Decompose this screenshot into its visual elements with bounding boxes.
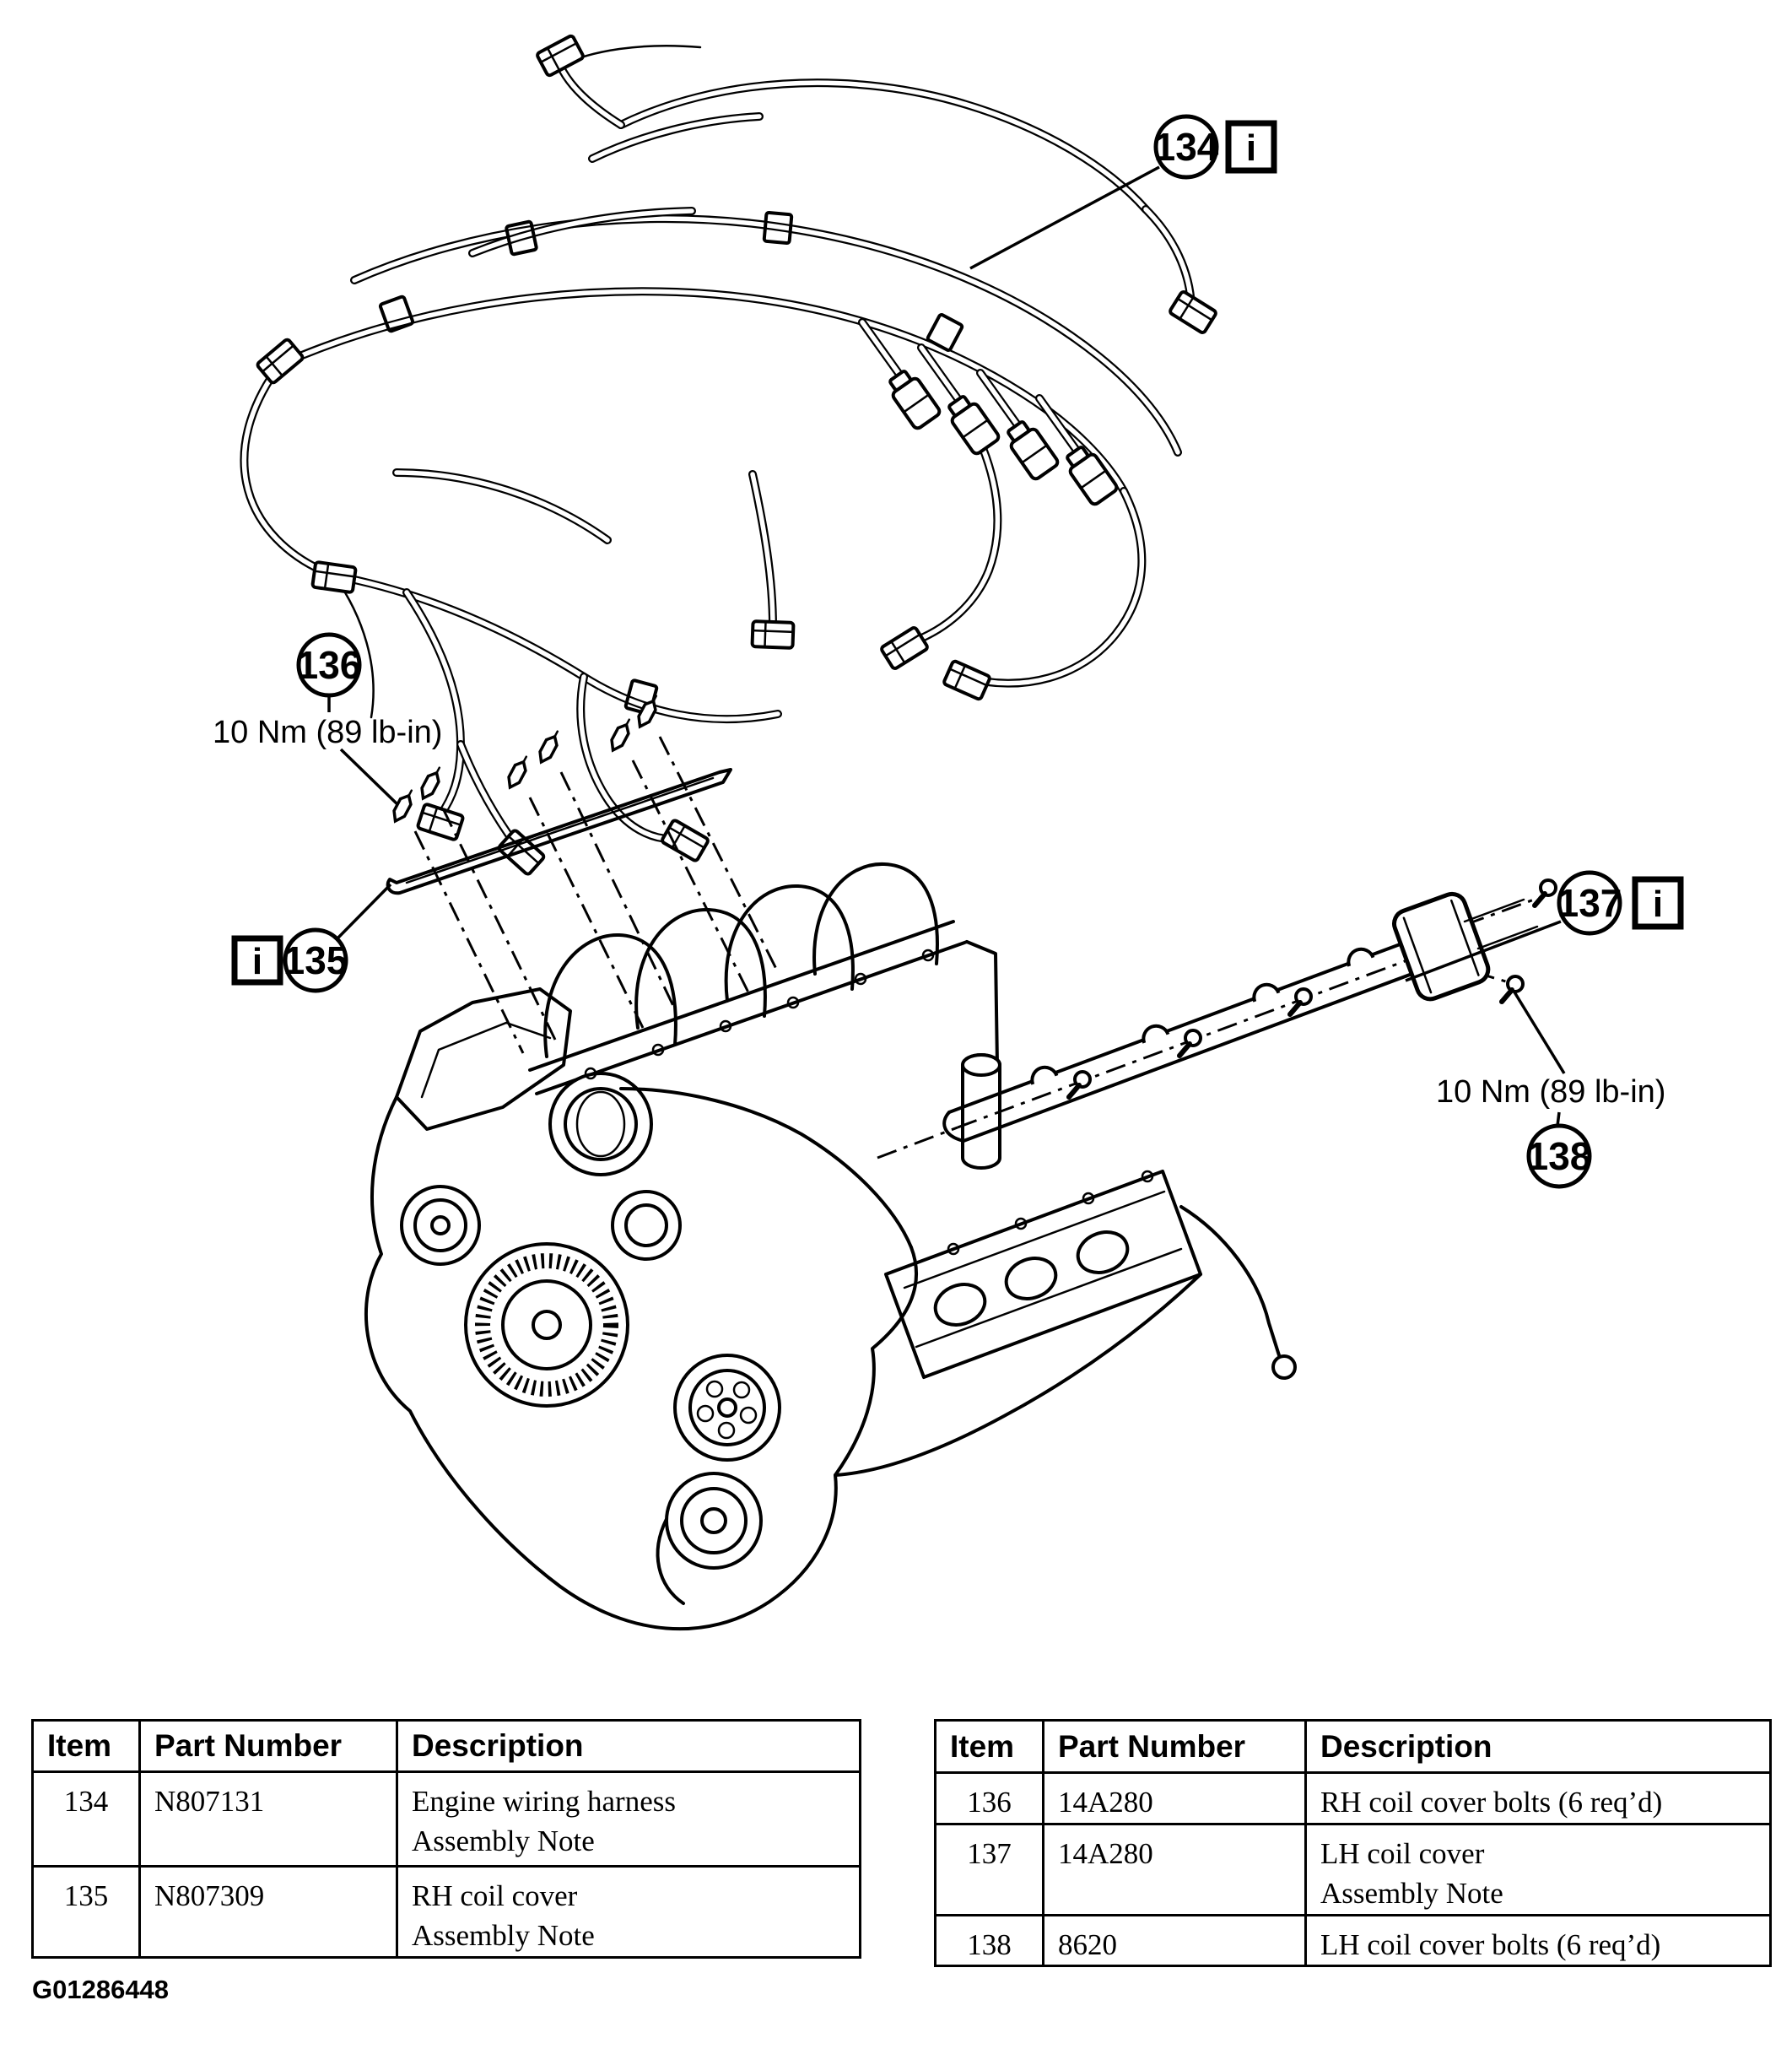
column-header-part-number: Part Number — [1042, 1719, 1307, 1774]
item-cell: 137 — [934, 1823, 1044, 1916]
callout-135-circle[interactable] — [283, 927, 348, 993]
part-number-cell: 14A280 — [1042, 1771, 1307, 1825]
info-icon-135[interactable]: i — [231, 935, 283, 986]
description-cell: LH coil cover bolts (6 req’d) — [1304, 1913, 1772, 1967]
callout-138-label: 138 — [1527, 1134, 1592, 1178]
info-icon[interactable] — [231, 935, 283, 986]
part-number-cell: N807309 — [138, 1865, 398, 1959]
description-cell: RH coil cover bolts (6 req’d) — [1304, 1771, 1772, 1825]
item-cell: 136 — [934, 1771, 1044, 1825]
info-icon-134[interactable]: i — [1225, 120, 1277, 174]
table-row-137: 137 14A280 LH coil cover Assembly Note — [934, 1823, 1772, 1916]
torque-spec-138: 10 Nm (89 lb-in) — [1436, 1074, 1665, 1110]
callout-137-circle[interactable] — [1557, 870, 1622, 936]
svg-text:i: i — [1246, 127, 1256, 169]
callout-135[interactable]: 135 — [283, 927, 348, 993]
torque-spec-136: 10 Nm (89 lb-in) — [213, 715, 442, 750]
svg-text:i: i — [252, 941, 262, 982]
callout-136[interactable]: 136 — [296, 632, 362, 698]
description-line-1: RH coil cover bolts (6 req’d) — [1320, 1786, 1663, 1819]
item-cell: 135 — [31, 1865, 141, 1959]
engine-illustration — [364, 862, 1297, 1631]
svg-text:i: i — [1653, 884, 1663, 925]
column-header-description: Description — [396, 1719, 861, 1773]
item-cell: 134 — [31, 1770, 141, 1868]
harness-connector — [537, 35, 584, 76]
parts-table-left: Item Part Number Description 134 N807131… — [31, 1719, 861, 1959]
leader-lines — [327, 165, 1566, 1127]
callout-135-label: 135 — [283, 938, 348, 982]
column-header-part-number: Part Number — [138, 1719, 398, 1773]
wiring-harness-illustration — [240, 35, 1219, 878]
rh-cover-bolt — [388, 786, 418, 825]
description-line-1: LH coil cover — [1320, 1837, 1485, 1870]
table-row-136: 136 14A280 RH coil cover bolts (6 req’d) — [934, 1771, 1772, 1825]
callout-136-label: 136 — [297, 643, 362, 687]
callout-138[interactable]: 138 — [1526, 1123, 1592, 1189]
callout-137-label: 137 — [1557, 881, 1622, 925]
description-line-2: Assembly Note — [412, 1919, 595, 1953]
column-header-item: Item — [934, 1719, 1044, 1774]
callout-134[interactable]: 134 — [1153, 114, 1219, 180]
callout-137[interactable]: 137 — [1557, 870, 1622, 936]
callout-136-circle[interactable] — [296, 632, 362, 698]
description-cell: Engine wiring harness Assembly Note — [396, 1770, 861, 1868]
callout-134-label: 134 — [1154, 125, 1219, 169]
part-number-cell: N807131 — [138, 1770, 398, 1868]
description-line-2: Assembly Note — [1320, 1877, 1503, 1911]
parts-table-right: Item Part Number Description 136 14A280 … — [934, 1719, 1772, 1967]
callout-138-circle[interactable] — [1526, 1123, 1592, 1189]
table-header-row: Item Part Number Description — [934, 1719, 1772, 1774]
figure-id: G01286448 — [32, 1975, 170, 2004]
item-cell: 138 — [934, 1913, 1044, 1967]
rh-coil-cover-illustration — [386, 691, 780, 1054]
description-line-2: Assembly Note — [412, 1824, 595, 1858]
description-line-1: RH coil cover — [412, 1879, 578, 1912]
description-cell: RH coil cover Assembly Note — [396, 1865, 861, 1959]
part-number-cell: 14A280 — [1042, 1823, 1307, 1916]
table-header-row: Item Part Number Description — [31, 1719, 861, 1773]
info-icon[interactable] — [1225, 120, 1277, 174]
column-header-item: Item — [31, 1719, 141, 1773]
table-row-138: 138 8620 LH coil cover bolts (6 req’d) — [934, 1913, 1772, 1967]
lh-coil-cover-illustration — [877, 880, 1556, 1160]
column-header-description: Description — [1304, 1719, 1772, 1774]
info-icon[interactable] — [1632, 876, 1684, 930]
description-cell: LH coil cover Assembly Note — [1304, 1823, 1772, 1916]
part-number-cell: 8620 — [1042, 1913, 1307, 1967]
table-row-134: 134 N807131 Engine wiring harness Assemb… — [31, 1770, 861, 1868]
info-icon-137[interactable]: i — [1632, 876, 1684, 930]
callout-134-circle[interactable] — [1153, 114, 1219, 180]
description-line-1: Engine wiring harness — [412, 1785, 676, 1818]
description-line-1: LH coil cover bolts (6 req’d) — [1320, 1927, 1661, 1961]
table-row-135: 135 N807309 RH coil cover Assembly Note — [31, 1865, 861, 1959]
